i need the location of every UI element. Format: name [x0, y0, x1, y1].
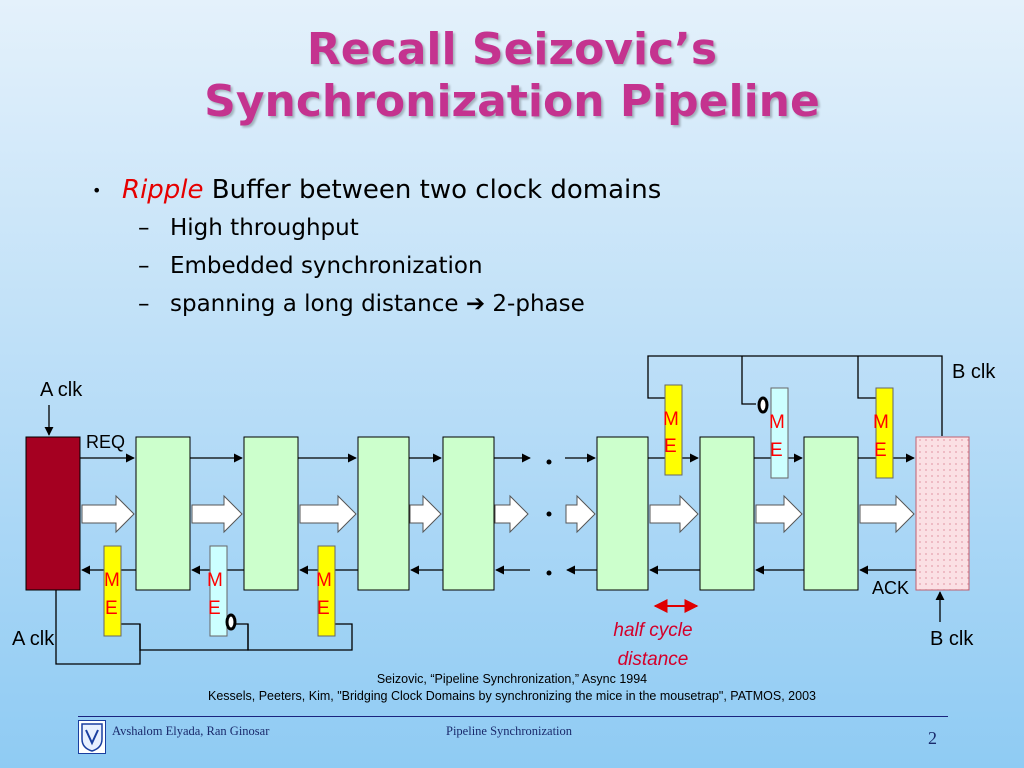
references: Seizovic, “Pipeline Synchronization,” As… — [0, 671, 1024, 705]
mutex-label: E — [770, 440, 783, 461]
sub-marker: – — [138, 290, 150, 317]
half-cycle-label: half cycle — [613, 620, 692, 641]
pipeline-stage — [357, 436, 410, 591]
ellipsis-dots — [546, 459, 552, 576]
a-clk-bottom-label: A clk — [12, 628, 55, 650]
sub-bullet: –High throughput — [92, 209, 661, 247]
title-line-2: Synchronization Pipeline — [204, 76, 820, 127]
req-label: REQ — [86, 432, 125, 452]
technion-logo — [78, 720, 106, 754]
mutex-label: M — [207, 570, 223, 591]
reference-line: Seizovic, “Pipeline Synchronization,” As… — [376, 672, 648, 686]
mutex-label: E — [874, 440, 887, 461]
footer-authors: Avshalom Elyada, Ran Ginosar — [112, 724, 270, 738]
footer-divider — [78, 716, 948, 717]
page-number: 2 — [928, 728, 937, 748]
mutex-label: M — [663, 409, 679, 430]
pipeline-stage — [442, 436, 495, 591]
mutex-label: M — [104, 570, 120, 591]
mutex-element — [875, 387, 894, 479]
mutex-element — [317, 545, 336, 637]
sub-bullet: –spanning a long distance ➔ 2-phase — [92, 285, 661, 323]
ack-label: ACK — [872, 578, 909, 598]
pipeline-diagram: M E M E M E M E M E M E A clk REQ B clk … — [12, 355, 996, 670]
bullet-marker: • — [92, 180, 102, 200]
mutex-label: M — [873, 412, 889, 433]
receiver-block — [915, 436, 970, 591]
sub-marker: – — [138, 252, 150, 279]
pipeline-stage — [699, 436, 755, 591]
mutex-label: E — [317, 598, 330, 619]
sub-bullet-text: Embedded synchronization — [170, 252, 483, 279]
sub-bullet: –Embedded synchronization — [92, 247, 661, 285]
a-clk-top-label: A clk — [40, 379, 83, 401]
mutex-element — [770, 387, 789, 479]
pipeline-stage — [243, 436, 299, 591]
data-arrows — [81, 494, 915, 534]
b-clk-top-label: B clk — [952, 361, 996, 383]
title-line-1: Recall Seizovic’s — [306, 24, 718, 75]
mutex-label: E — [208, 598, 221, 619]
mutex-label: M — [769, 412, 785, 433]
bullet-text: Buffer between two clock domains — [203, 175, 662, 205]
bullet-list: • Ripple Buffer between two clock domains… — [92, 172, 661, 323]
mutex-label: E — [105, 598, 118, 619]
mutex-element — [664, 384, 683, 476]
mutex-label: M — [316, 570, 332, 591]
inverter-bubble — [757, 396, 769, 414]
reference-line: Kessels, Peeters, Kim, "Bridging Clock D… — [208, 689, 816, 703]
sub-marker: – — [138, 214, 150, 241]
pipeline-stages — [135, 436, 859, 591]
mutex-element — [103, 545, 122, 637]
slide-title: Recall Seizovic’s Synchronization Pipeli… — [0, 24, 1024, 128]
footer-title: Pipeline Synchronization — [446, 724, 573, 738]
mutex-element — [209, 545, 228, 637]
mutex-label: E — [664, 436, 677, 457]
inverter-bubble — [225, 613, 237, 631]
bullet-main: • Ripple Buffer between two clock domains — [92, 172, 661, 209]
b-side-loops — [647, 355, 943, 436]
sub-bullet-text: High throughput — [170, 214, 359, 241]
b-clk-bottom-label: B clk — [930, 628, 974, 650]
pipeline-stage — [135, 436, 191, 591]
sender-block — [25, 436, 81, 591]
half-cycle-label: distance — [618, 649, 689, 670]
sub-bullet-text: spanning a long distance ➔ 2-phase — [170, 290, 585, 317]
pipeline-stage — [596, 436, 649, 591]
bullet-italic-word: Ripple — [122, 175, 204, 205]
pipeline-stage — [803, 436, 859, 591]
a-side-loops — [55, 590, 353, 665]
